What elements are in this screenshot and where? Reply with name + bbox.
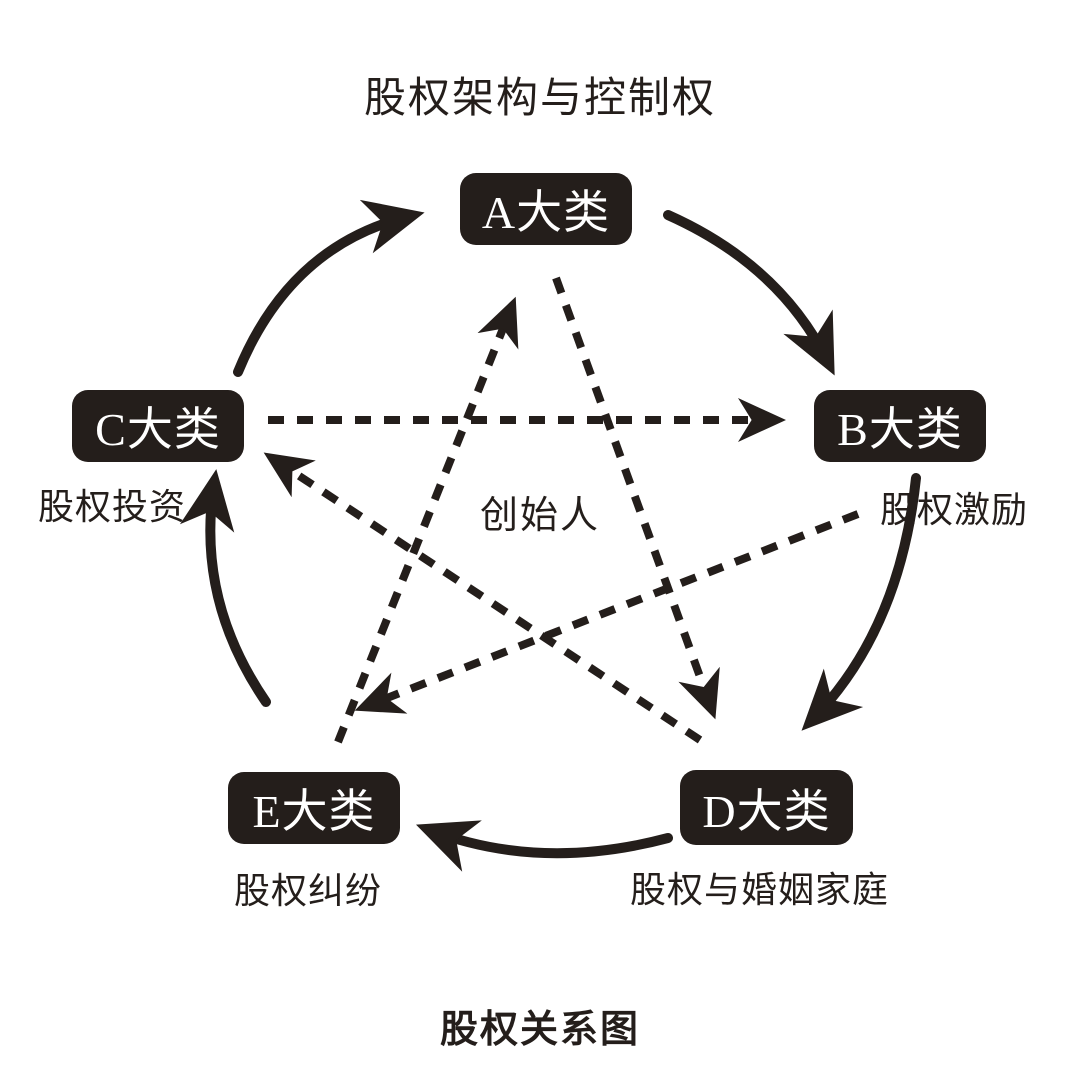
sublabel-equity-marriage-family: 股权与婚姻家庭	[630, 870, 890, 910]
node-c-label: C大类	[95, 404, 221, 455]
node-d-label: D大类	[702, 785, 831, 837]
node-b[interactable]: B大类	[814, 390, 986, 462]
node-a-label: A大类	[481, 187, 611, 238]
node-a[interactable]: A大类	[460, 173, 632, 245]
node-c[interactable]: C大类	[72, 390, 244, 462]
node-e-label: E大类	[252, 786, 376, 837]
node-e[interactable]: E大类	[228, 772, 400, 844]
sublabel-equity-dispute: 股权纠纷	[234, 871, 383, 911]
sublabel-equity-incentive: 股权激励	[880, 490, 1029, 530]
diagram-title: 股权架构与控制权	[363, 76, 716, 122]
arrow-d-to-e	[415, 820, 673, 872]
dashed-arrow-a-to-d	[552, 276, 720, 720]
arrow-e-to-c	[179, 469, 271, 707]
sublabel-equity-investment: 股权投资	[38, 487, 187, 527]
node-d[interactable]: D大类	[680, 770, 853, 845]
node-b-label: B大类	[837, 404, 963, 455]
arrow-b-to-d	[801, 473, 921, 731]
arrow-a-to-b	[663, 210, 835, 376]
dashed-arrow-e-to-a	[334, 296, 519, 744]
center-label-founder: 创始人	[480, 495, 601, 537]
diagram-caption: 股权关系图	[439, 1009, 640, 1051]
dashed-arrow-b-to-e	[354, 510, 860, 714]
arrow-c-to-a	[233, 199, 425, 377]
